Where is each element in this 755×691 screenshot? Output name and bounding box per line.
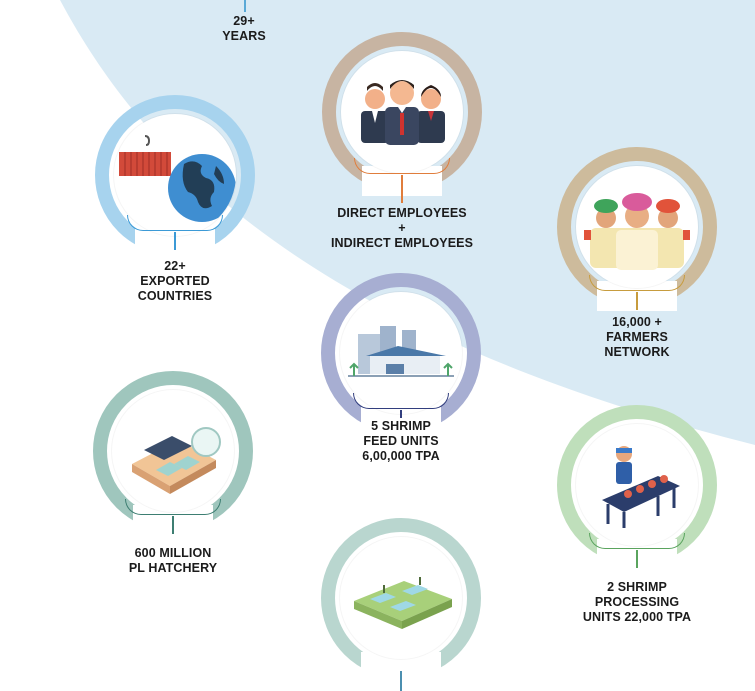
hatchery-connector (125, 499, 221, 515)
farmers-icon (576, 166, 698, 288)
employees-line1: DIRECT EMPLOYEES (337, 206, 467, 220)
employees-line3: INDIRECT EMPLOYEES (330, 236, 474, 250)
employees-connector (354, 158, 450, 174)
processing-stem (636, 550, 638, 568)
feed-connector (353, 393, 449, 409)
exported-label-line1: EXPORTED (140, 274, 210, 288)
business-people-icon (341, 51, 463, 173)
farmers-label-line1: FARMERS (606, 330, 668, 344)
processing-connector (589, 533, 685, 549)
hatchery-icon (112, 390, 234, 512)
years-connector-line (244, 0, 246, 12)
exported-connector (127, 215, 223, 231)
years-stat: 29+ YEARS (194, 14, 294, 44)
processing-line3: UNITS 22,000 TPA (582, 610, 692, 624)
farmers-value: 16,000 + (612, 315, 662, 329)
exported-label-line2: COUNTRIES (137, 289, 213, 303)
farmers-stem (636, 292, 638, 310)
employees-stem (401, 175, 403, 203)
hatchery-line2: PL HATCHERY (128, 561, 218, 575)
shrimp-farms-icon (340, 537, 462, 659)
processing-line1: 2 SHRIMP (607, 580, 667, 594)
hatchery-line1: 600 MILLION (134, 546, 212, 560)
exported-value: 22+ (164, 259, 186, 273)
hatchery-stem (172, 516, 174, 534)
feed-stem (400, 410, 402, 418)
farmers-label-line2: NETWORK (604, 345, 670, 359)
farmers-connector (589, 275, 685, 291)
years-label: YEARS (222, 29, 266, 43)
years-value: 29+ (233, 14, 255, 28)
employees-plus: + (398, 221, 406, 235)
feed-line3: 6,00,000 TPA (362, 449, 440, 463)
conveyor-worker-icon (576, 424, 698, 546)
farms-stem (400, 671, 402, 691)
feed-line1: 5 SHRIMP (371, 419, 431, 433)
exported-stem (174, 232, 176, 250)
feed-line2: FEED UNITS (363, 434, 439, 448)
processing-line2: PROCESSING (594, 595, 680, 609)
